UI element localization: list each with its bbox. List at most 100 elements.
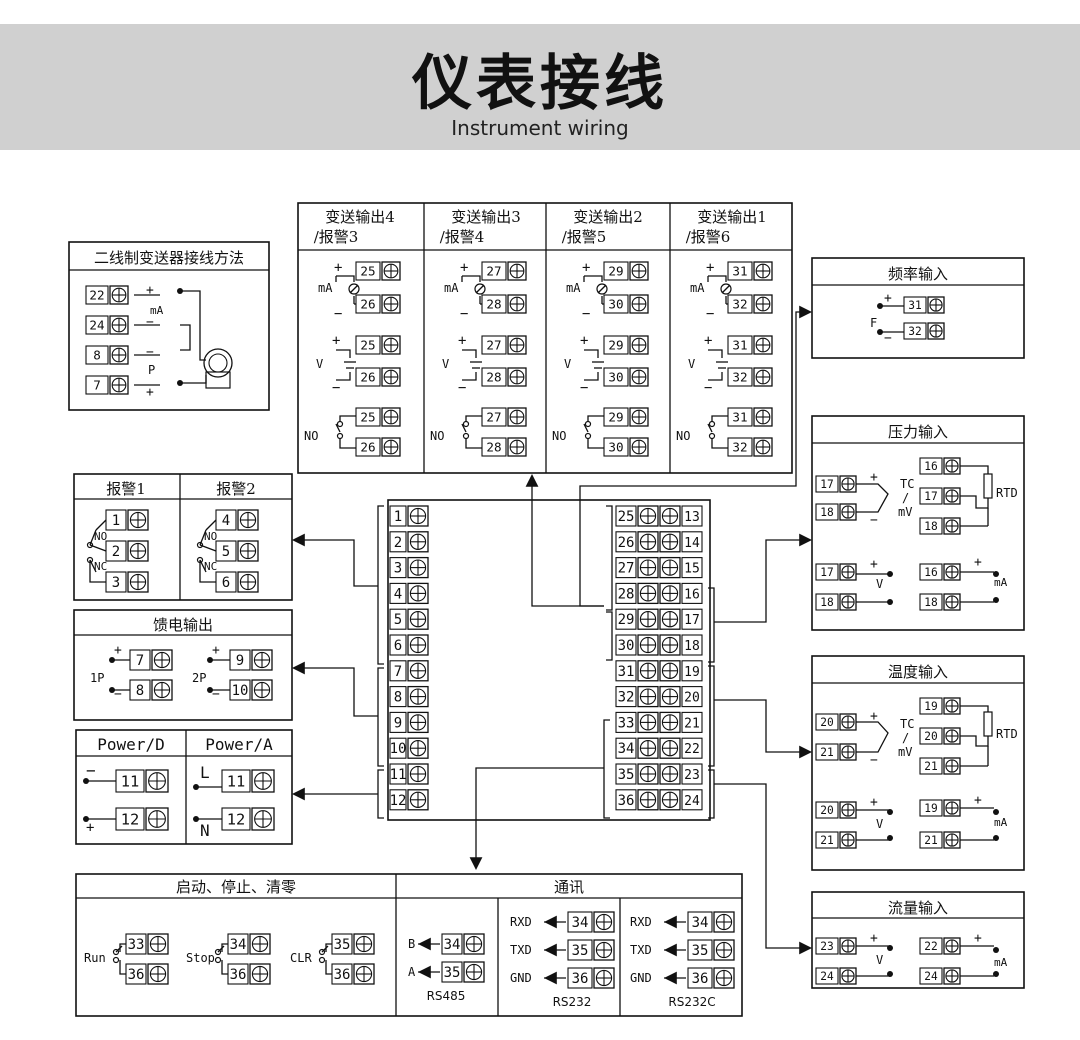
plus-sign: + [146,385,154,400]
v-label: V [564,357,571,371]
terminal: 32 [727,437,773,457]
current-source-icon [474,283,486,295]
terminal-number: 26 [360,370,375,385]
terminal-number-cell [603,367,629,387]
no-label: NO [94,530,107,543]
terminal: 33 [125,933,169,955]
terminal: 16 [919,563,961,581]
terminal: 18 [919,593,961,611]
plus-sign: + [114,643,122,658]
no-label: NO [552,429,566,443]
screw-terminal-icon [927,296,945,314]
wire [199,544,217,552]
transmit-outputs-panel [297,202,793,474]
terminal-number-cell [615,634,637,656]
terminal-number: 11 [121,773,140,791]
contact-point [708,432,716,440]
terminal-number-cell [441,961,463,983]
ma-label: mA [994,956,1008,969]
terminal-number: 34 [692,915,709,931]
plus-sign: + [458,333,466,349]
terminal-number-cell [615,763,637,785]
power-panel [75,729,293,845]
screw-terminal-icon [839,937,857,955]
signal-label: B [408,937,415,951]
terminal-number: 16 [924,566,938,579]
page-title: 仪表接线 [412,49,668,119]
terminal: 31 [727,407,773,427]
ma-label: mA [690,281,705,295]
terminal-number: 33 [128,937,145,953]
mv-label: mV [898,745,912,759]
terminal-number: 16 [924,460,938,473]
contact-point [708,420,716,428]
plus-sign: + [86,820,94,836]
screw-terminal-icon [943,487,961,505]
screw-terminal-icon [237,540,259,562]
terminal-number-cell [221,769,251,793]
terminal-number-cell [615,505,637,527]
terminal-number-cell [681,686,703,708]
terminal: 24 [85,315,129,335]
terminal: 17 [919,487,961,505]
terminal-number-cell [389,789,407,811]
wire [584,372,599,381]
flow-title: 流量输入 [888,899,948,917]
terminal-number: 4 [394,586,402,602]
screw-terminal-icon [251,769,275,793]
terminal-number: 9 [394,715,402,731]
terminal-number-cell [815,967,839,985]
terminal-number-cell [481,437,507,457]
terminal-number: 16 [684,587,700,602]
relay-contact [461,423,467,433]
screw-terminal-icon [659,582,681,605]
terminal: 11 [221,769,275,793]
screw-terminal-icon [943,727,961,745]
terminal-number: 1 [112,513,120,529]
screw-terminal-icon [407,711,429,734]
signal-label: A [408,965,416,979]
terminal-number-cell [389,711,407,733]
screw-terminal-icon [251,807,275,831]
plus-sign: + [974,931,982,946]
screw-terminal-icon [151,649,173,671]
screw-terminal-icon [637,582,659,605]
screw-terminal-icon [753,294,773,314]
terminal-number-cell [481,367,507,387]
terminal: 3 [389,556,429,579]
terminal-number-cell [681,737,703,759]
plus-sign: + [582,260,590,276]
screw-terminal-icon [637,505,659,527]
wire [960,465,989,474]
screw-terminal-icon [507,407,527,427]
terminal-number-cell [481,407,507,427]
terminal: 19 [681,660,703,682]
terminal: 32 [615,685,659,708]
arrow-icon [418,937,431,951]
screw-terminal-icon [407,789,429,811]
screw-terminal-icon [713,967,735,989]
terminal: 1 [389,505,429,527]
terminal-number: 35 [692,943,709,959]
wire [205,519,217,531]
wire [714,699,800,753]
terminal: 11 [389,763,429,785]
terminal-number-cell [919,593,943,611]
terminal: 29 [603,261,649,281]
screw-terminal-icon [943,517,961,535]
terminal-number-cell [687,967,713,989]
terminal-number: 25 [360,410,375,425]
terminal-number-cell [389,582,407,604]
terminal-number: 20 [820,716,834,729]
screw-terminal-icon [839,831,857,849]
terminal-number: 36 [334,967,351,983]
terminal: 34 [567,911,615,933]
minus-sign: − [870,753,878,768]
terminal: 18 [815,593,857,611]
wire [294,667,378,717]
screw-terminal-icon [637,660,659,682]
terminal-number: 19 [684,665,700,680]
terminal-number-cell [389,737,407,759]
screw-terminal-icon [943,563,961,581]
screw-terminal-icon [637,531,659,553]
